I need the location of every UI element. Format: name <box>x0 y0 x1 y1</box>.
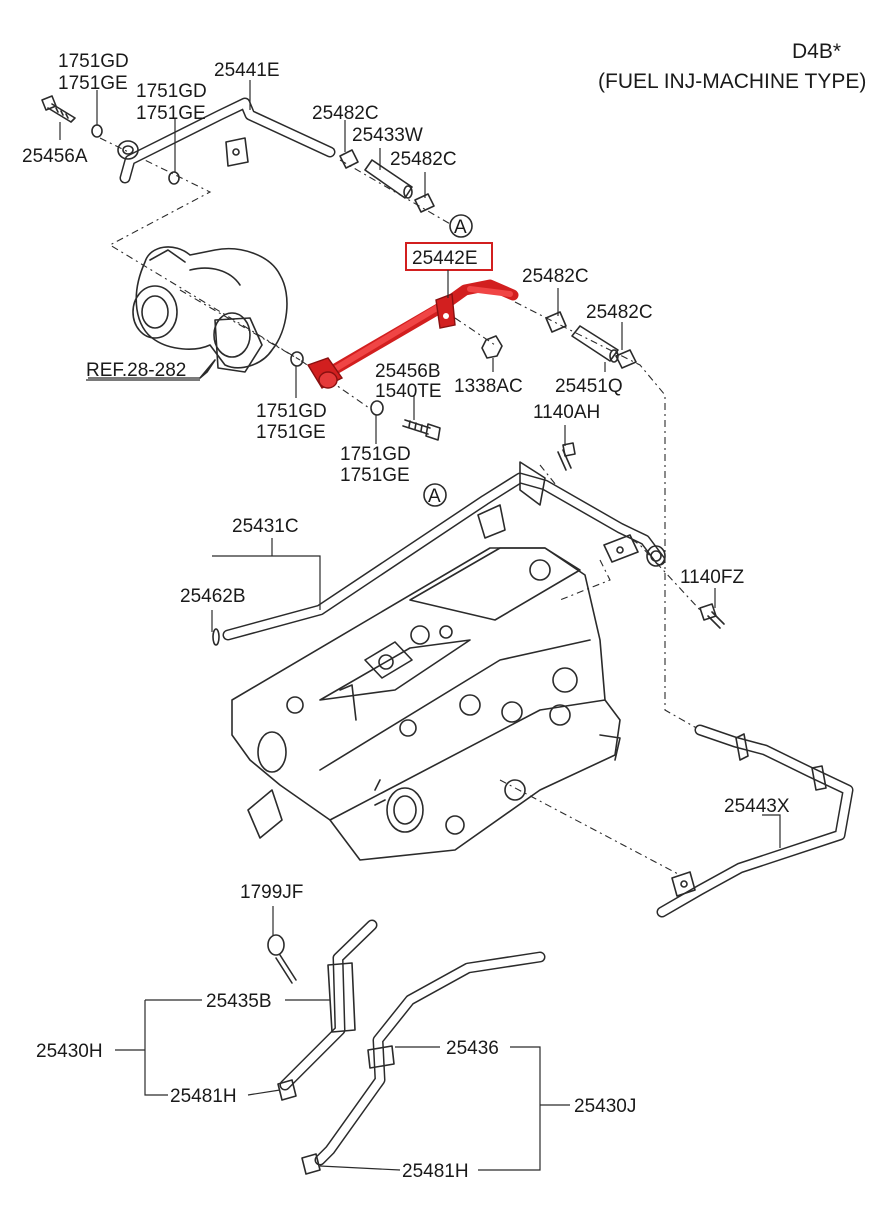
gasket-1751GD-b <box>168 171 180 185</box>
callout-a-top <box>449 214 473 238</box>
callout-a-bottom <box>423 483 447 507</box>
label-1751GE-c: 1751GE <box>256 422 326 443</box>
label-25481H-a: 25481H <box>170 1086 237 1107</box>
bolt-1140AH <box>557 442 576 471</box>
label-25456A: 25456A <box>22 146 88 167</box>
hose-25436 <box>314 951 546 1166</box>
leader-lines <box>59 80 781 1171</box>
callout-a-top-letter: A <box>454 217 467 238</box>
label-1751GE-d: 1751GE <box>340 465 410 486</box>
clip-25481H-a <box>277 1079 297 1101</box>
label-25462B: 25462B <box>180 586 246 607</box>
bolt-25456A <box>41 95 76 123</box>
engine-code: D4B* <box>792 40 841 63</box>
label-25430J: 25430J <box>574 1096 636 1117</box>
label-25430H: 25430H <box>36 1041 103 1062</box>
assembly-lines <box>99 137 701 876</box>
turbocharger <box>132 246 288 373</box>
label-25433W: 25433W <box>352 125 423 146</box>
label-25451Q: 25451Q <box>555 376 623 397</box>
gasket-1751GD-c <box>290 351 304 367</box>
label-25456B: 25456B <box>375 361 441 382</box>
label-25482C-b: 25482C <box>390 149 457 170</box>
label-1751GE-a: 1751GE <box>58 73 128 94</box>
label-25441E: 25441E <box>214 60 280 81</box>
diagram-subtitle: (FUEL INJ-MACHINE TYPE) <box>598 70 866 93</box>
cylinder-head <box>231 547 621 861</box>
pipe-25442E-highlighted <box>306 279 519 389</box>
hose-25433W-set <box>339 149 435 213</box>
label-1751GD-d: 1751GD <box>340 444 411 465</box>
label-1140FZ: 1140FZ <box>680 567 744 588</box>
hose-25451Q <box>571 325 637 369</box>
label-25482C-c: 25482C <box>522 266 589 287</box>
label-1751GE-b: 1751GE <box>136 103 206 124</box>
gasket-1751GD-d <box>370 400 384 416</box>
pipe-25431C <box>212 461 666 646</box>
clamp-1799JF <box>267 934 297 984</box>
bolt-1540TE <box>402 419 441 441</box>
hose-25435B <box>279 919 378 1091</box>
label-1751GD-a: 1751GD <box>58 51 129 72</box>
label-25436: 25436 <box>446 1038 499 1059</box>
pipe-25443X <box>656 724 854 918</box>
label-25442E: 25442E <box>412 248 478 269</box>
pipe-25441E <box>117 97 336 184</box>
label-25443X: 25443X <box>724 796 790 817</box>
label-25482C-d: 25482C <box>586 302 653 323</box>
label-25482C-a: 25482C <box>312 103 379 124</box>
label-25481H-b: 25481H <box>402 1161 469 1182</box>
bolt-1140FZ <box>699 603 725 629</box>
callout-a-bottom-letter: A <box>428 486 441 507</box>
label-1540TE: 1540TE <box>375 381 442 402</box>
label-1799JF: 1799JF <box>240 882 303 903</box>
nut-1338AC <box>481 335 503 359</box>
ref-28-282-label: REF.28-282 <box>86 360 186 381</box>
label-1338AC: 1338AC <box>454 376 523 397</box>
label-25435B: 25435B <box>206 991 272 1012</box>
label-25431C: 25431C <box>232 516 299 537</box>
gasket-1751GD-a <box>91 124 103 138</box>
highlight-box-25442E <box>405 242 493 271</box>
label-1751GD-c: 1751GD <box>256 401 327 422</box>
clip-25481H-b <box>301 1153 321 1175</box>
label-1140AH: 1140AH <box>533 402 600 423</box>
label-1751GD-b: 1751GD <box>136 81 207 102</box>
clip-25482C-c <box>545 311 567 333</box>
